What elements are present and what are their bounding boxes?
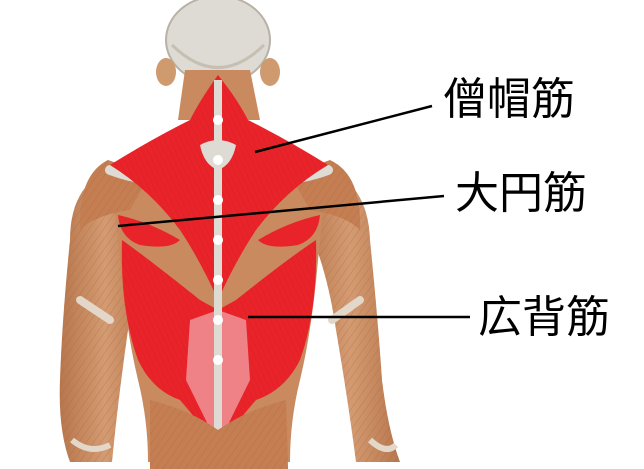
label-trapezius: 僧帽筋 [443,78,575,122]
label-teres-major: 大円筋 [455,172,587,216]
spine [213,80,223,440]
leader-line-trapezius [255,106,432,152]
label-latissimus-dorsi: 広背筋 [478,296,610,340]
